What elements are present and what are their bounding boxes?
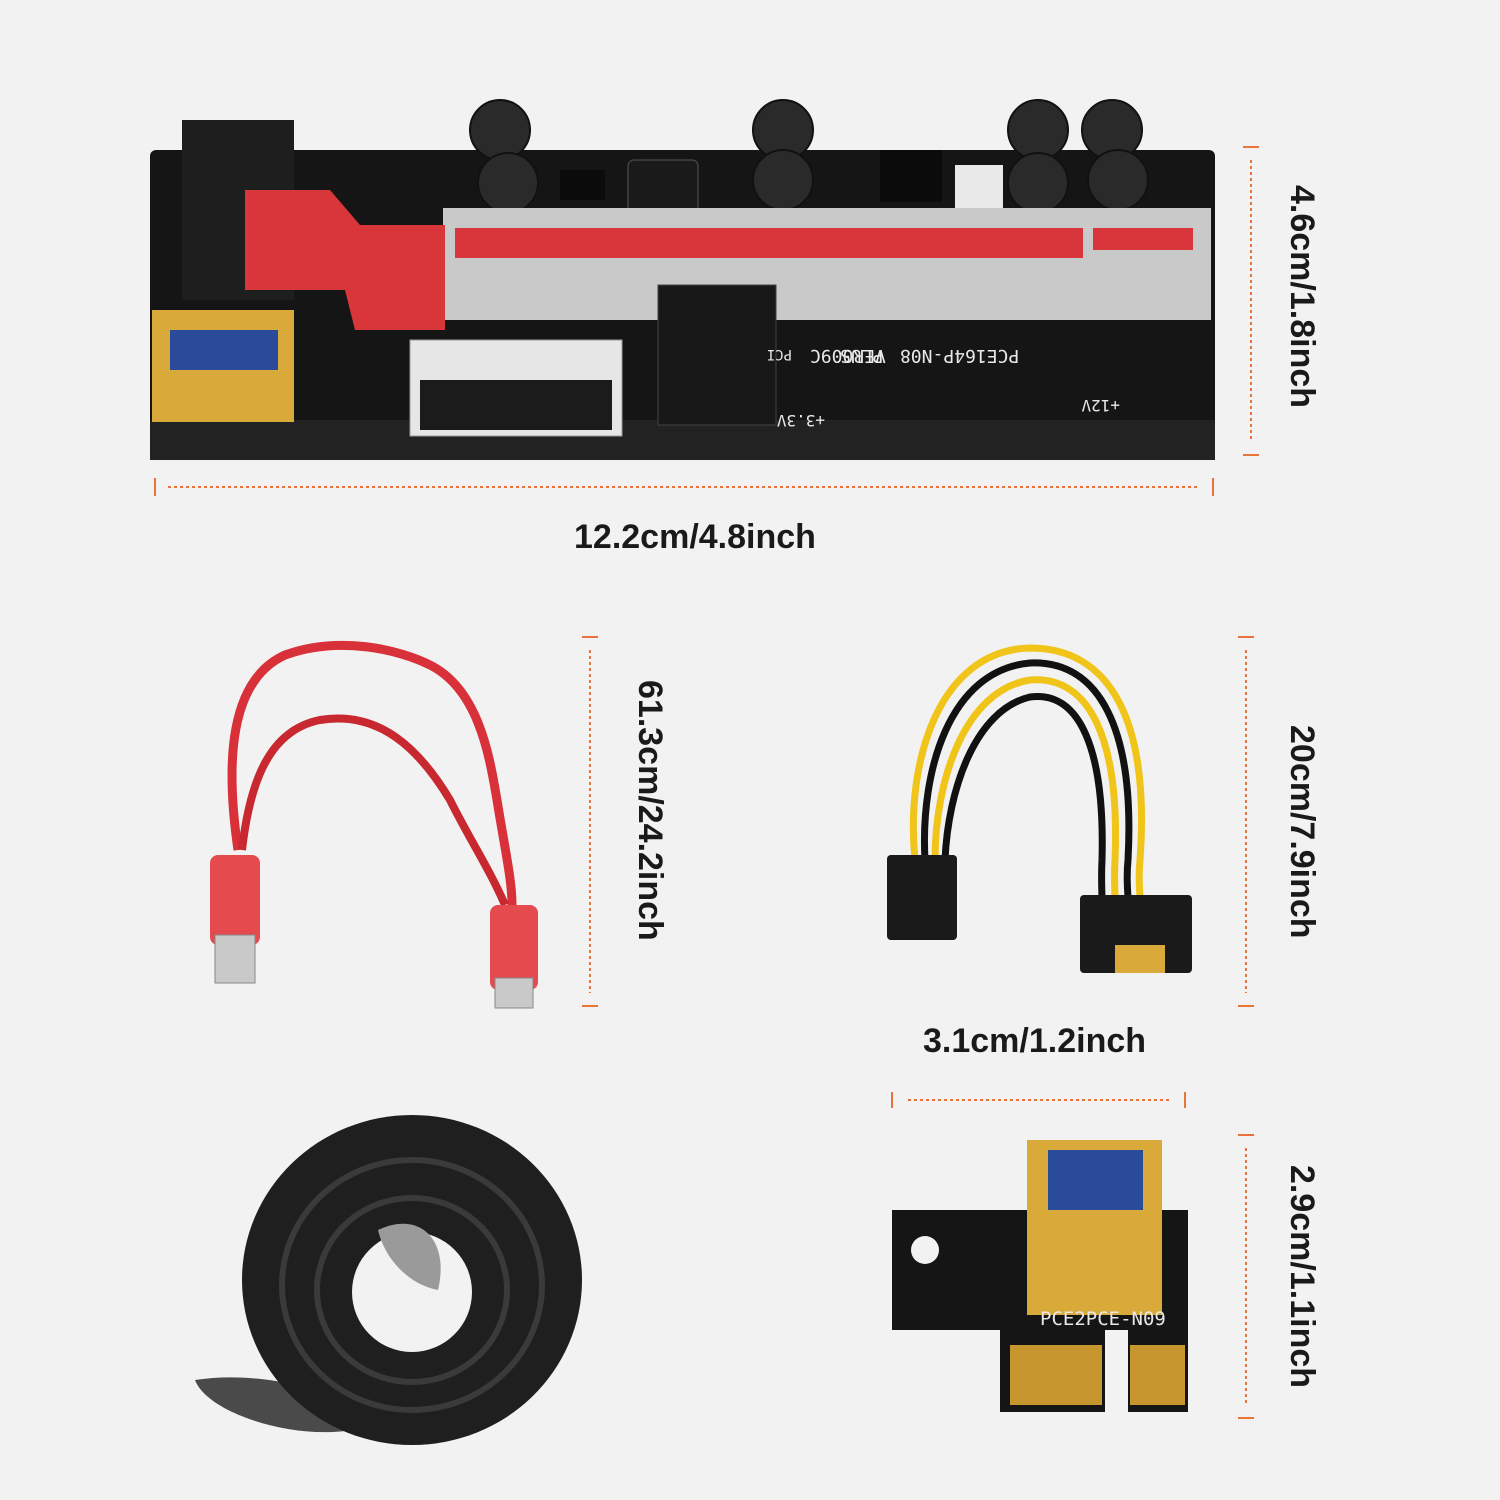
riser-usb-tongue [170,330,278,370]
capacitor [752,149,814,211]
six-pin-connector [657,284,777,426]
adapter-width-dimension [891,1092,1186,1108]
usb-plug-metal [214,934,256,984]
fan-connector [955,165,1003,210]
wire-yellow [931,676,1120,901]
silk-version: VER009C [810,345,886,366]
pcie-6pin-plug [887,855,957,940]
strap-center [352,1232,472,1352]
usb-plug-housing [490,905,538,990]
riser-width-label: 12.2cm/4.8inch [574,518,816,556]
usb-plug-metal [494,977,534,1009]
riser-height-dimension [1243,146,1259,456]
silk-33v: +3.3V [776,411,825,430]
usb-cable [210,640,538,1009]
inductor [627,159,699,216]
strap-ring [279,1157,545,1413]
adapter-gold-fingers [1130,1345,1185,1405]
velcro-strap [195,1115,582,1445]
capacitor [477,152,539,214]
riser-width-dimension [154,478,1214,496]
silk-plus: PLUS [840,345,883,366]
silk-model: PCE164P-N08 [900,345,1019,366]
pcie-slot-short [1093,228,1193,250]
capacitor [1007,152,1069,214]
usb-plug-housing [210,855,260,945]
cable-strand [227,640,517,906]
usb-cable-dimension [582,636,598,1007]
capacitors [469,99,1149,214]
capacitor [1007,99,1069,161]
adapter-silk-model: PCE2PCE-N09 [1040,1308,1166,1330]
power-cable-length-label: 20cm/7.9inch [1283,725,1321,939]
silk-12v: +12V [1081,396,1120,415]
riser-board [150,99,1215,460]
sata-pins [1115,945,1165,973]
usb-cable-length-label: 61.3cm/24.2inch [631,680,669,941]
strap-underside [378,1223,441,1290]
adapter-card [892,1140,1188,1412]
slot-housing [443,208,1211,320]
adapter-width-label: 3.1cm/1.2inch [923,1022,1147,1060]
adapter-usb-tongue [1048,1150,1143,1210]
capacitor [469,99,531,161]
slot-latch [245,190,445,330]
strap-ring [314,1195,510,1385]
power-cable [887,644,1192,973]
silk-pci: PCI [767,346,792,362]
wire-black [941,692,1106,901]
cable-strand [238,714,509,907]
molex-face [420,380,612,430]
power-cable-dimension [1238,636,1254,1007]
capacitor [1087,149,1149,211]
adapter-gold-fingers [1010,1345,1102,1405]
adapter-height-dimension [1238,1134,1254,1419]
wire-black [920,659,1133,901]
adapter-mount-hole [911,1236,939,1264]
wire-yellow [909,644,1145,901]
riser-base-plate [150,420,1215,460]
regulator-chip [880,150,942,202]
pcie-slot-long [455,228,1083,258]
riser-height-label: 4.6cm/1.8inch [1283,185,1321,409]
controller-chip [560,170,605,200]
adapter-height-label: 2.9cm/1.1inch [1283,1165,1321,1389]
